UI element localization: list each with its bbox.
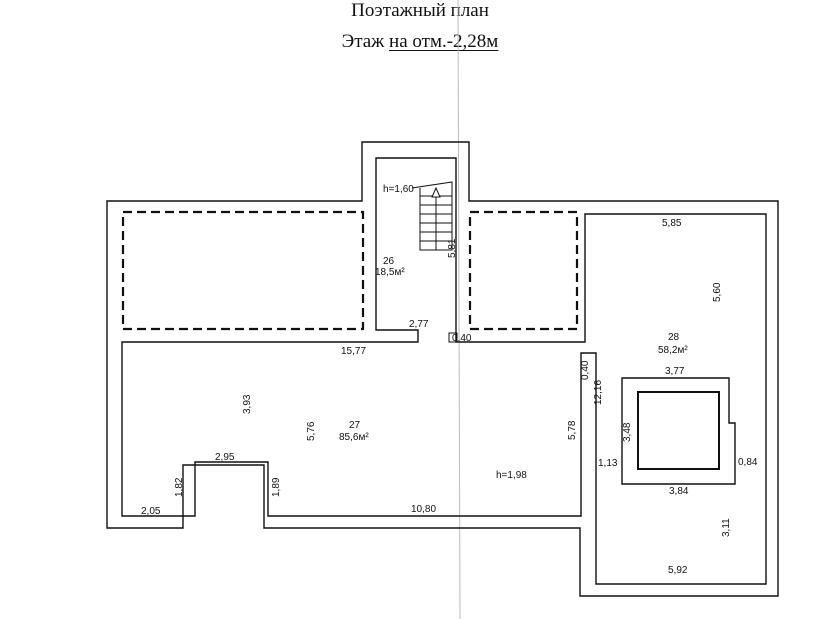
dim-5-92: 5,92 [668, 565, 688, 576]
dashed-void-right [468, 210, 579, 331]
dashed-void-left [121, 210, 365, 331]
dim-0-40b: 0,40 [580, 360, 591, 380]
room-27-number: 27 [349, 420, 361, 431]
outer-walls [106, 141, 779, 597]
dim-2-77: 2,77 [409, 319, 429, 330]
wall-ledge [448, 332, 458, 343]
room-27-area: 85,6м² [339, 432, 369, 443]
dim-3-11: 3,11 [721, 518, 732, 537]
stair-outline [411, 181, 453, 251]
subtitle-level: на отм.-2,28м [389, 31, 499, 52]
dim-2-05: 2,05 [141, 506, 161, 517]
dim-12-16: 12,16 [593, 380, 604, 405]
dim-1-89: 1,89 [271, 477, 282, 497]
stair-arrow-head [431, 186, 441, 198]
outer-wall-outline [106, 141, 779, 597]
room-26-number: 26 [383, 256, 395, 267]
scan-fold-line [457, 0, 461, 619]
dashed-voids [121, 210, 579, 331]
room-28-number: 28 [668, 332, 680, 343]
room-28-area: 58,2м² [658, 345, 688, 356]
dim-5-76: 5,76 [306, 421, 317, 441]
plan-subtitle: Этаж на отм.-2,28м [0, 31, 840, 53]
dim-3-93: 3,93 [242, 394, 253, 414]
dim-0-40a: 0,40 [452, 333, 472, 344]
column [621, 377, 736, 485]
staircase [411, 181, 453, 251]
column-inner [637, 391, 720, 470]
column-outer [621, 377, 736, 485]
dim-1-13: 1,13 [598, 458, 618, 469]
dim-3-84: 3,84 [669, 486, 689, 497]
dim-5-78: 5,78 [567, 420, 578, 440]
dim-10-80: 10,80 [411, 504, 436, 515]
dim-5-81: 5,81 [447, 238, 458, 258]
dim-0-84: 0,84 [738, 457, 758, 468]
dim-2-95: 2,95 [215, 452, 235, 463]
main-height: h=1,98 [496, 470, 527, 481]
subtitle-prefix: Этаж [341, 31, 390, 52]
stair-height: h=1,60 [383, 184, 414, 195]
plan-title: Поэтажный план [351, 0, 489, 21]
dim-3-48: 3,48 [622, 422, 633, 442]
dim-3-77: 3,77 [665, 366, 685, 377]
room-26-area: 18,5м² [375, 267, 405, 278]
dim-15-77: 15,77 [341, 346, 366, 357]
inner-wall-outline [121, 157, 767, 585]
dim-1-82: 1,82 [174, 477, 185, 497]
dim-5-85: 5,85 [662, 218, 682, 229]
dim-5-60: 5,60 [712, 282, 723, 302]
